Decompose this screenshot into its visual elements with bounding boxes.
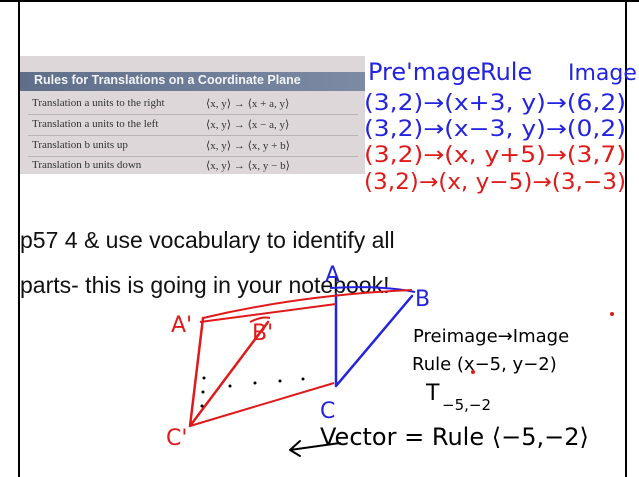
- preimage-triangle: [334, 292, 414, 388]
- translation-line-c: [189, 382, 335, 427]
- right-border: [625, 0, 627, 477]
- label-b-prime: B': [252, 321, 273, 346]
- dot: [253, 381, 257, 385]
- dot: [228, 384, 232, 388]
- textbook-row: Translation a units to the left ⟨x, y⟩ →…: [20, 117, 365, 133]
- row-label: Translation b units up: [32, 139, 128, 151]
- red-dot: [610, 312, 614, 316]
- dot: [202, 376, 206, 380]
- textbook-row: Translation a units to the right ⟨x, y⟩ …: [20, 96, 365, 112]
- dot: [201, 390, 205, 394]
- header-rule: Rule: [480, 58, 532, 86]
- label-a-prime: A': [171, 313, 192, 338]
- caption-line-2: parts- this is going in your notebook!: [20, 272, 390, 298]
- dot: [301, 377, 305, 381]
- note-rule: Rule (x−5, y−2): [412, 354, 557, 375]
- translation-line-b: [199, 303, 337, 323]
- note-preimage-image: Preimage→Image: [413, 326, 569, 347]
- row-rule: ⟨x, y⟩ → ⟨x, y − b⟩: [206, 160, 290, 172]
- row-divider: [28, 114, 358, 115]
- row-rule: ⟨x, y⟩ → ⟨x + a, y⟩: [206, 98, 290, 110]
- textbook-header: Rules for Translations on a Coordinate P…: [20, 72, 365, 91]
- row-label: Translation a units to the right: [32, 97, 165, 109]
- dot: [200, 404, 204, 408]
- label-c-prime: C': [166, 426, 187, 451]
- header-preimage: Pre'mage: [368, 58, 481, 86]
- row-rule: ⟨x, y⟩ → ⟨x − a, y⟩: [206, 119, 290, 131]
- caption-line-1: p57 4 & use vocabulary to identify all: [20, 227, 395, 253]
- vector-rule: Vector = Rule ⟨−5,−2⟩: [320, 423, 589, 451]
- example-rule-4: (3,2)→(x, y−5)→(3,−3): [364, 170, 626, 195]
- notation-t: T: [425, 381, 440, 406]
- label-c: C: [320, 399, 335, 424]
- textbook-title: Rules for Translations on a Coordinate P…: [34, 73, 301, 87]
- example-rule-3: (3,2)→(x, y+5)→(3,7): [364, 143, 626, 168]
- left-border: [18, 0, 20, 477]
- row-divider: [28, 135, 358, 136]
- label-a: A: [325, 263, 340, 288]
- textbook-photo: Rules for Translations on a Coordinate P…: [20, 56, 365, 174]
- dot: [278, 379, 282, 383]
- b-prime-mark: [249, 316, 271, 323]
- row-label: Translation a units to the left: [32, 118, 159, 130]
- example-rule-1: (3,2)→(x+3, y)→(6,2): [364, 91, 626, 116]
- header-image: Image: [568, 61, 637, 86]
- textbook-row: Translation b units down ⟨x, y⟩ → ⟨x, y …: [20, 158, 365, 174]
- red-dot: [471, 370, 475, 374]
- vector-arrow-icon: [289, 440, 341, 457]
- row-rule: ⟨x, y⟩ → ⟨x, y + b⟩: [206, 140, 290, 152]
- notation-subscript: −5,−2: [442, 396, 491, 414]
- example-rule-2: (3,2)→(x−3, y)→(0,2): [364, 117, 626, 142]
- row-divider: [28, 156, 358, 157]
- label-b: B: [415, 287, 430, 312]
- translation-line-a: [202, 289, 413, 319]
- textbook-row: Translation b units up ⟨x, y⟩ → ⟨x, y + …: [20, 138, 365, 154]
- row-label: Translation b units down: [32, 159, 142, 171]
